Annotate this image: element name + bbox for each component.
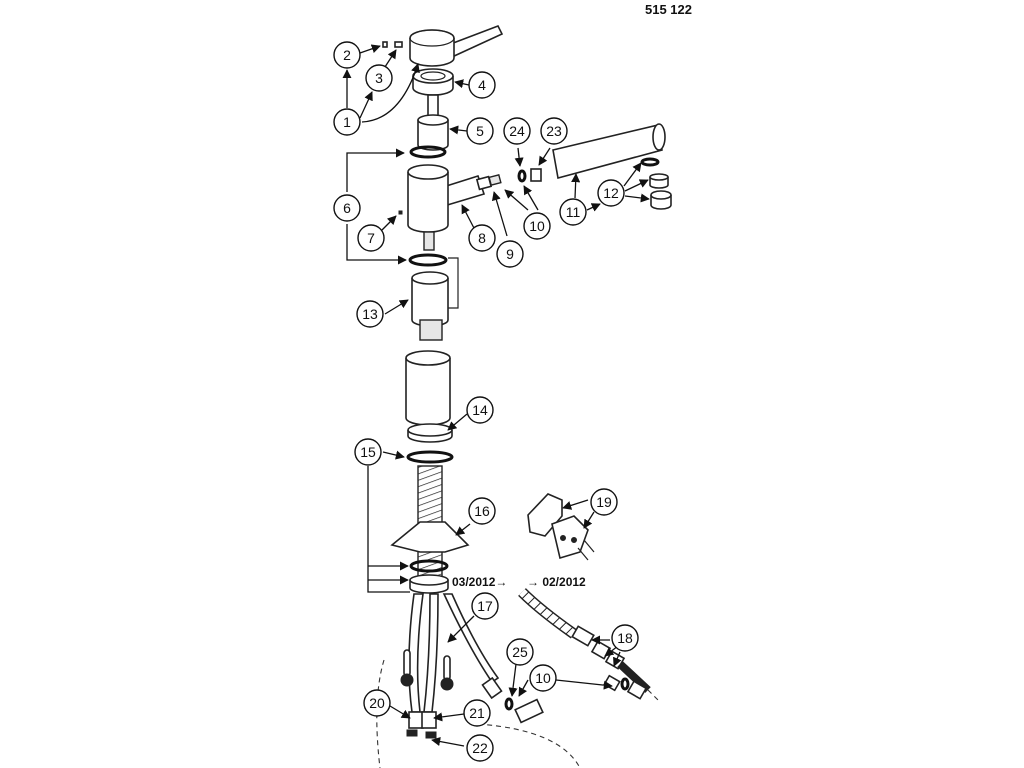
fixing-nut-part xyxy=(409,574,449,594)
date-label-left: 03/2012→ xyxy=(452,575,507,589)
callout-2: 2 xyxy=(333,41,361,69)
callout-25: 25 xyxy=(506,638,534,666)
callout-7: 7 xyxy=(357,224,385,252)
callout-1: 1 xyxy=(333,108,361,136)
callout-21: 21 xyxy=(463,699,491,727)
callout-6-label: 6 xyxy=(343,200,351,216)
lever-handle-part xyxy=(409,24,504,67)
callout-20-label: 20 xyxy=(369,695,385,711)
swivel-adapter-part xyxy=(411,257,459,341)
callout-8: 8 xyxy=(468,224,496,252)
aerator-housing-part xyxy=(650,190,672,210)
callout-10-bottom: 10 xyxy=(529,664,557,692)
callout-5: 5 xyxy=(466,117,494,145)
hose-end-fitting-part xyxy=(481,674,648,724)
cartridge-part xyxy=(417,94,449,151)
callout-18: 18 xyxy=(611,624,639,652)
callout-12: 12 xyxy=(597,179,625,207)
callout-19-label: 19 xyxy=(596,494,612,510)
o-ring-bottom-part xyxy=(408,253,448,267)
callout-10-top: 10 xyxy=(523,212,551,240)
callout-8-label: 8 xyxy=(478,230,486,246)
callout-2-label: 2 xyxy=(343,47,351,63)
spout-nut-part xyxy=(530,168,542,182)
callout-1-label: 1 xyxy=(343,114,351,130)
callout-5-label: 5 xyxy=(476,123,484,139)
callout-18-label: 18 xyxy=(617,630,633,646)
callout-numbers: 1 2 3 4 5 6 7 8 9 10 11 12 13 14 15 16 1… xyxy=(333,41,639,762)
callout-11-label: 11 xyxy=(566,204,581,220)
set-screw-part xyxy=(382,41,388,48)
hose-weight-part xyxy=(527,493,595,561)
callout-4-label: 4 xyxy=(478,77,486,93)
callout-14-label: 14 xyxy=(472,402,488,418)
callout-10-bottom-label: 10 xyxy=(535,670,551,686)
o-ring-spout-part xyxy=(517,169,527,183)
callout-16: 16 xyxy=(468,497,496,525)
callout-6: 6 xyxy=(333,194,361,222)
callout-17-label: 17 xyxy=(477,598,493,614)
callout-13: 13 xyxy=(356,300,384,328)
callout-19: 19 xyxy=(590,488,618,516)
callout-7-label: 7 xyxy=(367,230,375,246)
callout-4: 4 xyxy=(468,71,496,99)
grub-screw-part xyxy=(398,210,403,215)
callout-22-label: 22 xyxy=(472,740,488,756)
cap-part xyxy=(394,41,403,48)
callout-20: 20 xyxy=(363,689,391,717)
base-o-ring-part xyxy=(406,450,454,464)
callout-15-label: 15 xyxy=(360,444,376,460)
lower-ring-part xyxy=(409,559,449,573)
parts-drawing xyxy=(376,24,672,768)
callout-3: 3 xyxy=(365,64,393,92)
callout-22: 22 xyxy=(466,734,494,762)
callout-10-top-label: 10 xyxy=(529,218,545,234)
spout-nipple-part xyxy=(475,173,502,191)
callout-25-label: 25 xyxy=(512,644,528,660)
callout-13-label: 13 xyxy=(362,306,378,322)
cover-ring-part xyxy=(412,68,454,96)
callout-17: 17 xyxy=(471,592,499,620)
callout-24: 24 xyxy=(503,117,531,145)
o-ring-top-part xyxy=(409,145,447,159)
lower-sleeve-part xyxy=(405,350,451,426)
callout-23: 23 xyxy=(540,117,568,145)
callout-12-label: 12 xyxy=(603,185,619,201)
part-number-label: 515 122 xyxy=(645,2,692,17)
callout-14: 14 xyxy=(466,396,494,424)
callout-16-label: 16 xyxy=(474,503,490,519)
hot-cold-indicator-icons xyxy=(400,649,454,691)
callout-15: 15 xyxy=(354,438,382,466)
callout-24-label: 24 xyxy=(509,123,525,139)
fixing-plate-part xyxy=(390,521,470,553)
housing-body-part xyxy=(407,164,486,251)
callout-11: 11 xyxy=(559,198,587,226)
date-label-right: → 02/2012 xyxy=(527,575,586,589)
callout-23-label: 23 xyxy=(546,123,562,139)
spray-head-part xyxy=(552,123,666,179)
base-washer-part xyxy=(407,423,453,443)
aerator-part xyxy=(649,173,669,189)
callout-9: 9 xyxy=(496,240,524,268)
aerator-washer-part xyxy=(640,157,660,167)
callout-9-label: 9 xyxy=(506,246,514,262)
callout-21-label: 21 xyxy=(469,705,485,721)
callout-3-label: 3 xyxy=(375,70,383,86)
